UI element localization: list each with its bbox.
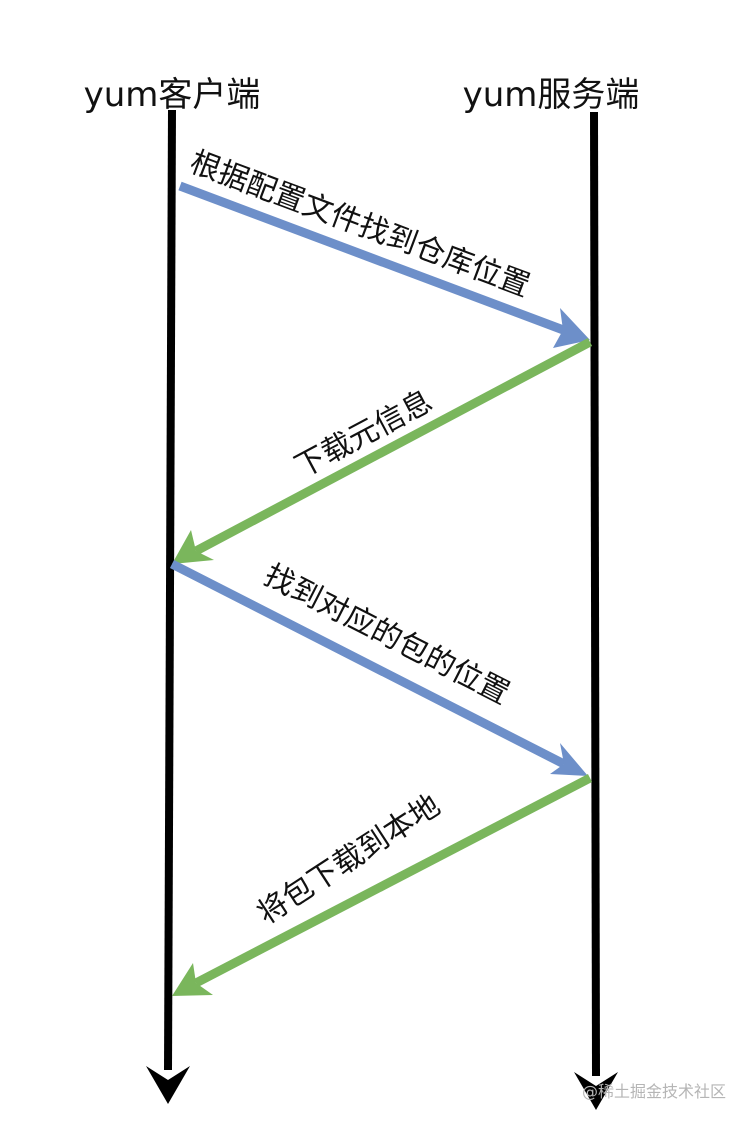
watermark: @稀土掘金技术社区 [581,1082,726,1101]
arrowhead-icon [553,308,590,348]
server-lifeline-arrow-icon [574,1072,618,1110]
message-4-label: 将包下载到本地 [251,788,446,932]
message-2-arrow: 下载元信息 [172,338,593,564]
message-3-label: 找到对应的包的位置 [258,558,514,712]
message-1-label: 根据配置文件找到仓库位置 [185,145,534,304]
actor-client-label: yum客户端 [84,75,261,115]
arrowhead-icon [550,743,588,776]
server-lifeline [574,111,618,1110]
actor-server-label: yum服务端 [463,75,640,115]
client-lifeline-arrow-icon [146,1066,190,1104]
arrowhead-icon [172,530,214,564]
message-4-arrow: 将包下载到本地 [172,774,593,996]
arrowhead-icon [172,963,213,996]
message-3-arrow: 找到对应的包的位置 [169,558,588,776]
client-lifeline [146,109,190,1104]
message-1-arrow: 根据配置文件找到仓库位置 [178,145,590,348]
